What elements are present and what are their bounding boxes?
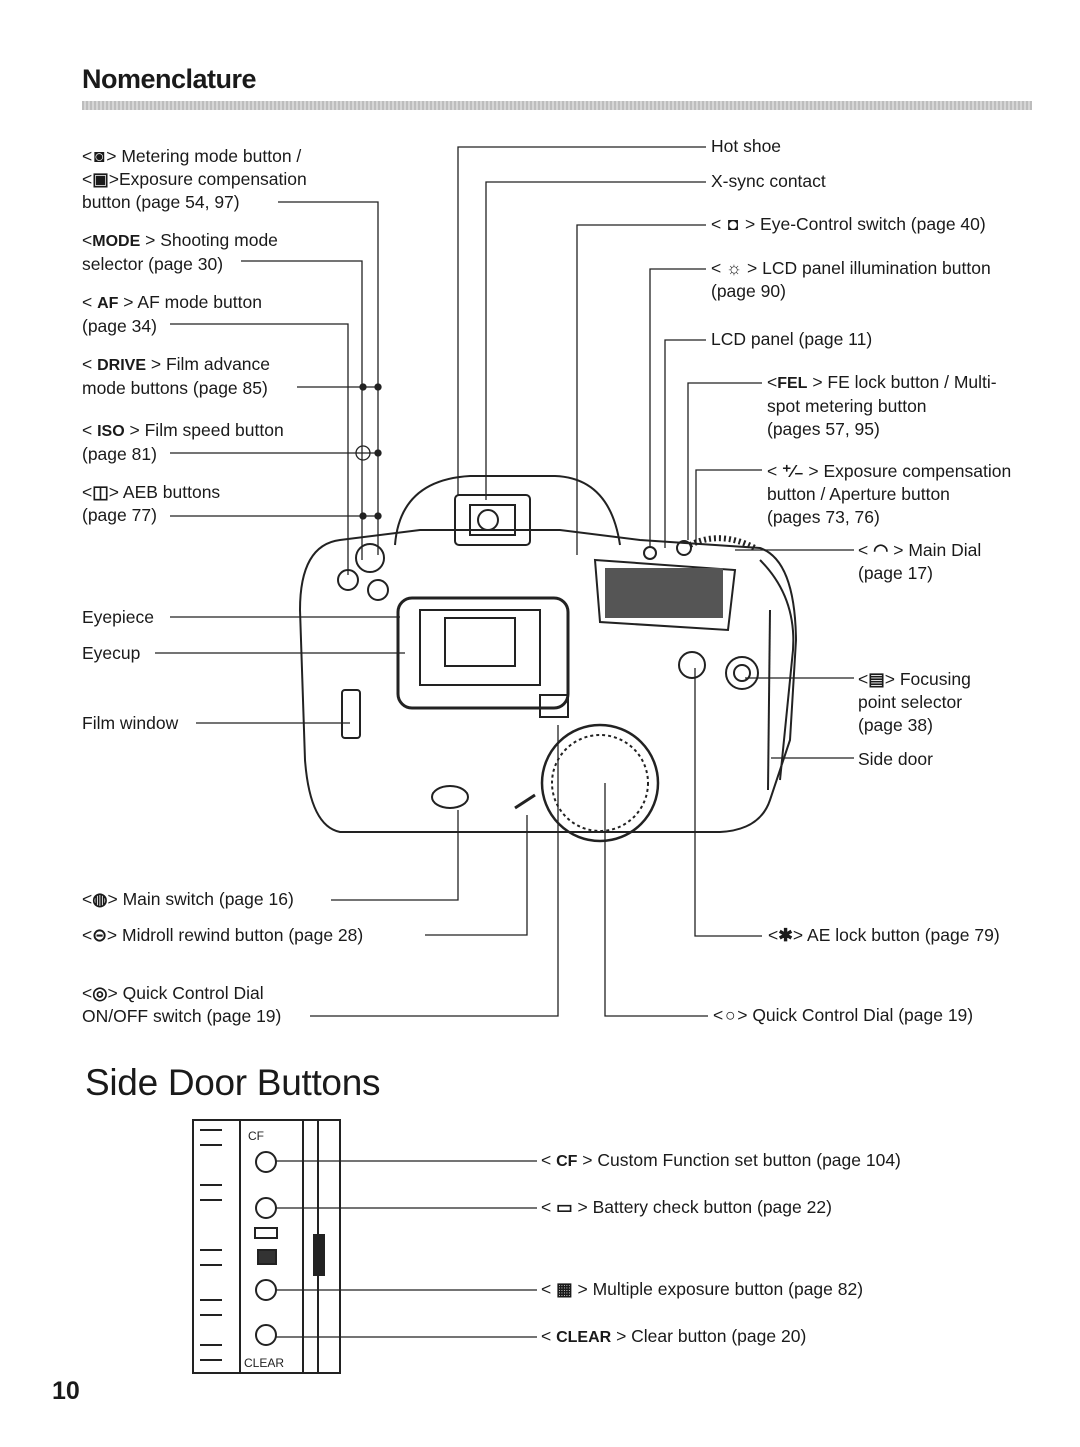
eye-control-icon: ◘ bbox=[727, 214, 739, 234]
label-film-window: Film window bbox=[82, 713, 179, 733]
camera-body-illustration bbox=[298, 475, 798, 843]
label-lcd-panel: LCD panel (page 11) bbox=[711, 329, 873, 349]
title-rule bbox=[82, 101, 1032, 110]
label-side-door: Side door bbox=[858, 749, 933, 769]
panel-clear-label: CLEAR bbox=[244, 1356, 284, 1370]
label-main-switch: <◍> Main switch (page 16) bbox=[82, 889, 294, 909]
main-switch-icon: ◍ bbox=[92, 889, 108, 909]
battery-icon: ▭ bbox=[556, 1197, 573, 1217]
label-cf-button: < CF > Custom Function set button (page … bbox=[541, 1150, 901, 1170]
exposure-aperture-icon: ⁺⁄₋ bbox=[782, 461, 804, 481]
label-lcd-illumination: < ☼ > LCD panel illumination button(page… bbox=[711, 258, 991, 301]
ae-lock-icon: ✱ bbox=[778, 925, 793, 945]
panel-cf-label: CF bbox=[248, 1129, 264, 1143]
label-eyepiece: Eyepiece bbox=[82, 607, 154, 627]
label-fe-lock: <FEL > FE lock button / Multi-spot meter… bbox=[767, 372, 997, 439]
page-number: 10 bbox=[52, 1377, 80, 1405]
quick-control-dial-icon: ○ bbox=[724, 1005, 736, 1025]
label-x-sync: X-sync contact bbox=[711, 171, 826, 191]
label-clear-button: < CLEAR > Clear button (page 20) bbox=[541, 1326, 807, 1346]
side-door-title: Side Door Buttons bbox=[85, 1062, 381, 1103]
label-metering-mode: <◙> Metering mode button / bbox=[82, 146, 302, 166]
aeb-icon: ◫ bbox=[92, 482, 109, 502]
leader-lines bbox=[155, 146, 854, 1338]
multiple-exposure-icon: ▦ bbox=[556, 1279, 573, 1299]
label-quick-control-dial: <○> Quick Control Dial (page 19) bbox=[713, 1005, 974, 1025]
label-multiple-exposure: < ▦ > Multiple exposure button (page 82) bbox=[541, 1279, 864, 1299]
midroll-rewind-icon: ⊝ bbox=[92, 925, 107, 945]
section-title: Nomenclature bbox=[82, 64, 257, 94]
label-af-mode: < AF > AF mode button(page 34) bbox=[82, 292, 262, 336]
label-midroll-rewind: <⊝> Midroll rewind button (page 28) bbox=[82, 925, 364, 945]
focusing-point-icon: ▤ bbox=[868, 669, 885, 689]
metering-mode-icon: ◙ bbox=[93, 146, 105, 166]
side-door-panel bbox=[192, 1119, 341, 1374]
main-dial-icon: ◠ bbox=[873, 540, 889, 560]
label-aeb: <◫> AEB buttons(page 77) bbox=[82, 482, 221, 525]
label-iso: < ISO > Film speed button(page 81) bbox=[82, 420, 284, 464]
qcd-switch-icon: ◎ bbox=[92, 983, 108, 1003]
label-eye-control: < ◘ > Eye-Control switch (page 40) bbox=[711, 214, 986, 234]
label-main-dial: < ◠ > Main Dial(page 17) bbox=[858, 540, 982, 583]
label-hot-shoe: Hot shoe bbox=[711, 136, 782, 156]
label-ae-lock: <✱> AE lock button (page 79) bbox=[768, 925, 1000, 945]
label-battery-check: < ▭ > Battery check button (page 22) bbox=[541, 1197, 832, 1217]
exposure-comp-icon: ▣ bbox=[92, 169, 109, 189]
illumination-icon: ☼ bbox=[726, 258, 743, 278]
label-eyecup: Eyecup bbox=[82, 643, 141, 663]
